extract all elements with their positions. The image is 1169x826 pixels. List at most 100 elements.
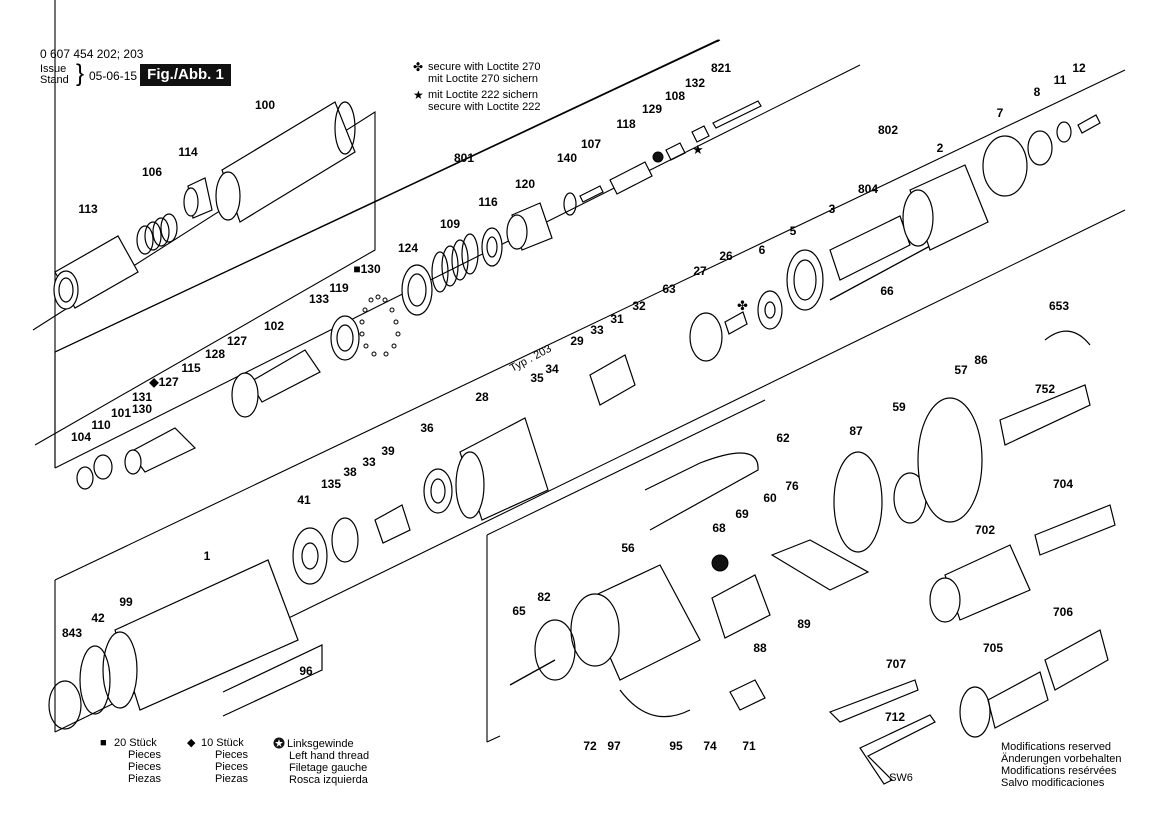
part-label: 86 [974, 353, 988, 367]
part-1-housing [102, 559, 299, 711]
part-label: 57 [954, 363, 968, 377]
part-56-housing [570, 564, 701, 681]
part-label: 5 [789, 224, 797, 238]
frame-edge [54, 39, 721, 353]
part-label: 801 [453, 151, 475, 165]
frame-front-cap [32, 110, 376, 446]
part-label: 116 [478, 195, 498, 209]
part-label: 65 [512, 604, 526, 618]
part-119-ring [330, 315, 360, 361]
part-label: 3 [828, 202, 836, 216]
part-label: 89 [797, 617, 811, 631]
loctite-270-note: ✤ secure with Loctite 270 mit Loctite 27… [413, 61, 541, 85]
legend-text: Piezas [215, 773, 249, 785]
part-96-label [222, 644, 323, 717]
part-57-cover [917, 397, 983, 523]
legend-text: Pieces [128, 761, 162, 773]
part-28-cylinder [455, 417, 549, 521]
part-label: 38 [343, 465, 357, 479]
part-124-ring [401, 264, 433, 316]
part-702-adapter [929, 544, 1031, 623]
part-label: 6 [758, 243, 766, 257]
part-8-bearing [1027, 130, 1053, 166]
legend-text: Pieces [128, 749, 162, 761]
part-label: 36 [420, 421, 434, 435]
brace-symbol: } [76, 60, 85, 87]
part-label: 31 [610, 312, 624, 326]
part-label: 133 [308, 292, 330, 306]
part-101-shaft [124, 427, 197, 475]
part-label: 804 [857, 182, 879, 196]
part-label: 706 [1052, 605, 1074, 619]
legend-text: Linksgewinde [287, 738, 354, 750]
part-label: 88 [753, 641, 767, 655]
legend-text: Pieces [215, 761, 249, 773]
legend-text: 10 Stück [201, 737, 244, 749]
notice-line: Änderungen vorbehalten [1001, 753, 1122, 765]
loctite-222-note: ★ mit Loctite 222 sichern secure with Lo… [413, 89, 541, 113]
part-11-washer [1056, 121, 1072, 143]
part-3-rotor [829, 215, 911, 281]
notice-line: Salvo modificaciones [1001, 777, 1105, 789]
part-label: 60 [763, 491, 777, 505]
part-821-pin [712, 100, 762, 129]
part-label: 653 [1048, 299, 1070, 313]
part-705-spring [959, 671, 1049, 738]
part-29-planet-carrier [589, 354, 636, 406]
part-label: 131 [131, 390, 153, 404]
part-label: 102 [263, 319, 285, 333]
part-label: 118 [616, 117, 636, 131]
part-label: 135 [320, 477, 342, 491]
frame-edge [54, 69, 1126, 581]
part-label: 66 [880, 284, 894, 298]
diamond-icon: ◆ [187, 737, 196, 749]
part-116-plate [481, 227, 503, 267]
part-label: 7 [996, 106, 1004, 120]
legend-text: Left hand thread [289, 750, 370, 762]
part-label: 27 [693, 264, 707, 278]
part-label: 1 [203, 549, 211, 563]
legend-left-hand-thread: Linksgewinde Left hand thread Filetage g… [273, 737, 369, 786]
part-71-valve [729, 679, 766, 711]
part-140-ring [563, 192, 577, 216]
part-label: 82 [537, 590, 551, 604]
part-36-bearing [423, 468, 453, 514]
part-109-spring [431, 233, 479, 293]
part-label: 127 [226, 334, 248, 348]
part-label: 110 [91, 418, 111, 432]
legend-text: Filetage gauche [289, 762, 368, 774]
part-label: 33 [590, 323, 604, 337]
part-114-bushing [183, 177, 213, 219]
part-label: 705 [982, 641, 1004, 655]
part-label: 26 [719, 249, 733, 263]
figure-label: Fig./Abb. 1 [140, 64, 231, 86]
part-88-filter [711, 574, 771, 639]
part-label: 76 [785, 479, 799, 493]
part-label: 101 [110, 406, 132, 420]
note-line: mit Loctite 222 sichern [428, 89, 539, 101]
part-label: 33 [362, 455, 376, 469]
part-707-wrench [828, 679, 919, 723]
part-label: 104 [70, 430, 92, 444]
part-label: 115 [181, 361, 201, 375]
part-label: 712 [884, 710, 906, 724]
frame-edge [486, 735, 501, 743]
part-27-plate [689, 312, 723, 362]
part-87-gasket [833, 451, 883, 553]
square-icon: ■ [100, 737, 107, 749]
legend-10-pieces: ◆10 Stück Pieces Pieces Piezas [187, 737, 248, 785]
part-712-hex-key [859, 714, 936, 785]
modifications-notice: Modifications reserved Änderungen vorbeh… [1001, 741, 1121, 789]
part-label: 124 [397, 241, 419, 255]
part-6-bearing [757, 290, 783, 330]
part-label: 34 [545, 362, 559, 376]
part-label: 707 [885, 657, 907, 671]
part-41-bearing [292, 527, 328, 585]
part-label: 128 [204, 347, 226, 361]
part-26-pinion [724, 311, 748, 335]
notice-line: Modifications resérvées [1001, 765, 1117, 777]
part-label: 62 [776, 431, 790, 445]
part-118-valve [609, 161, 653, 195]
part-110-ring [93, 454, 113, 480]
